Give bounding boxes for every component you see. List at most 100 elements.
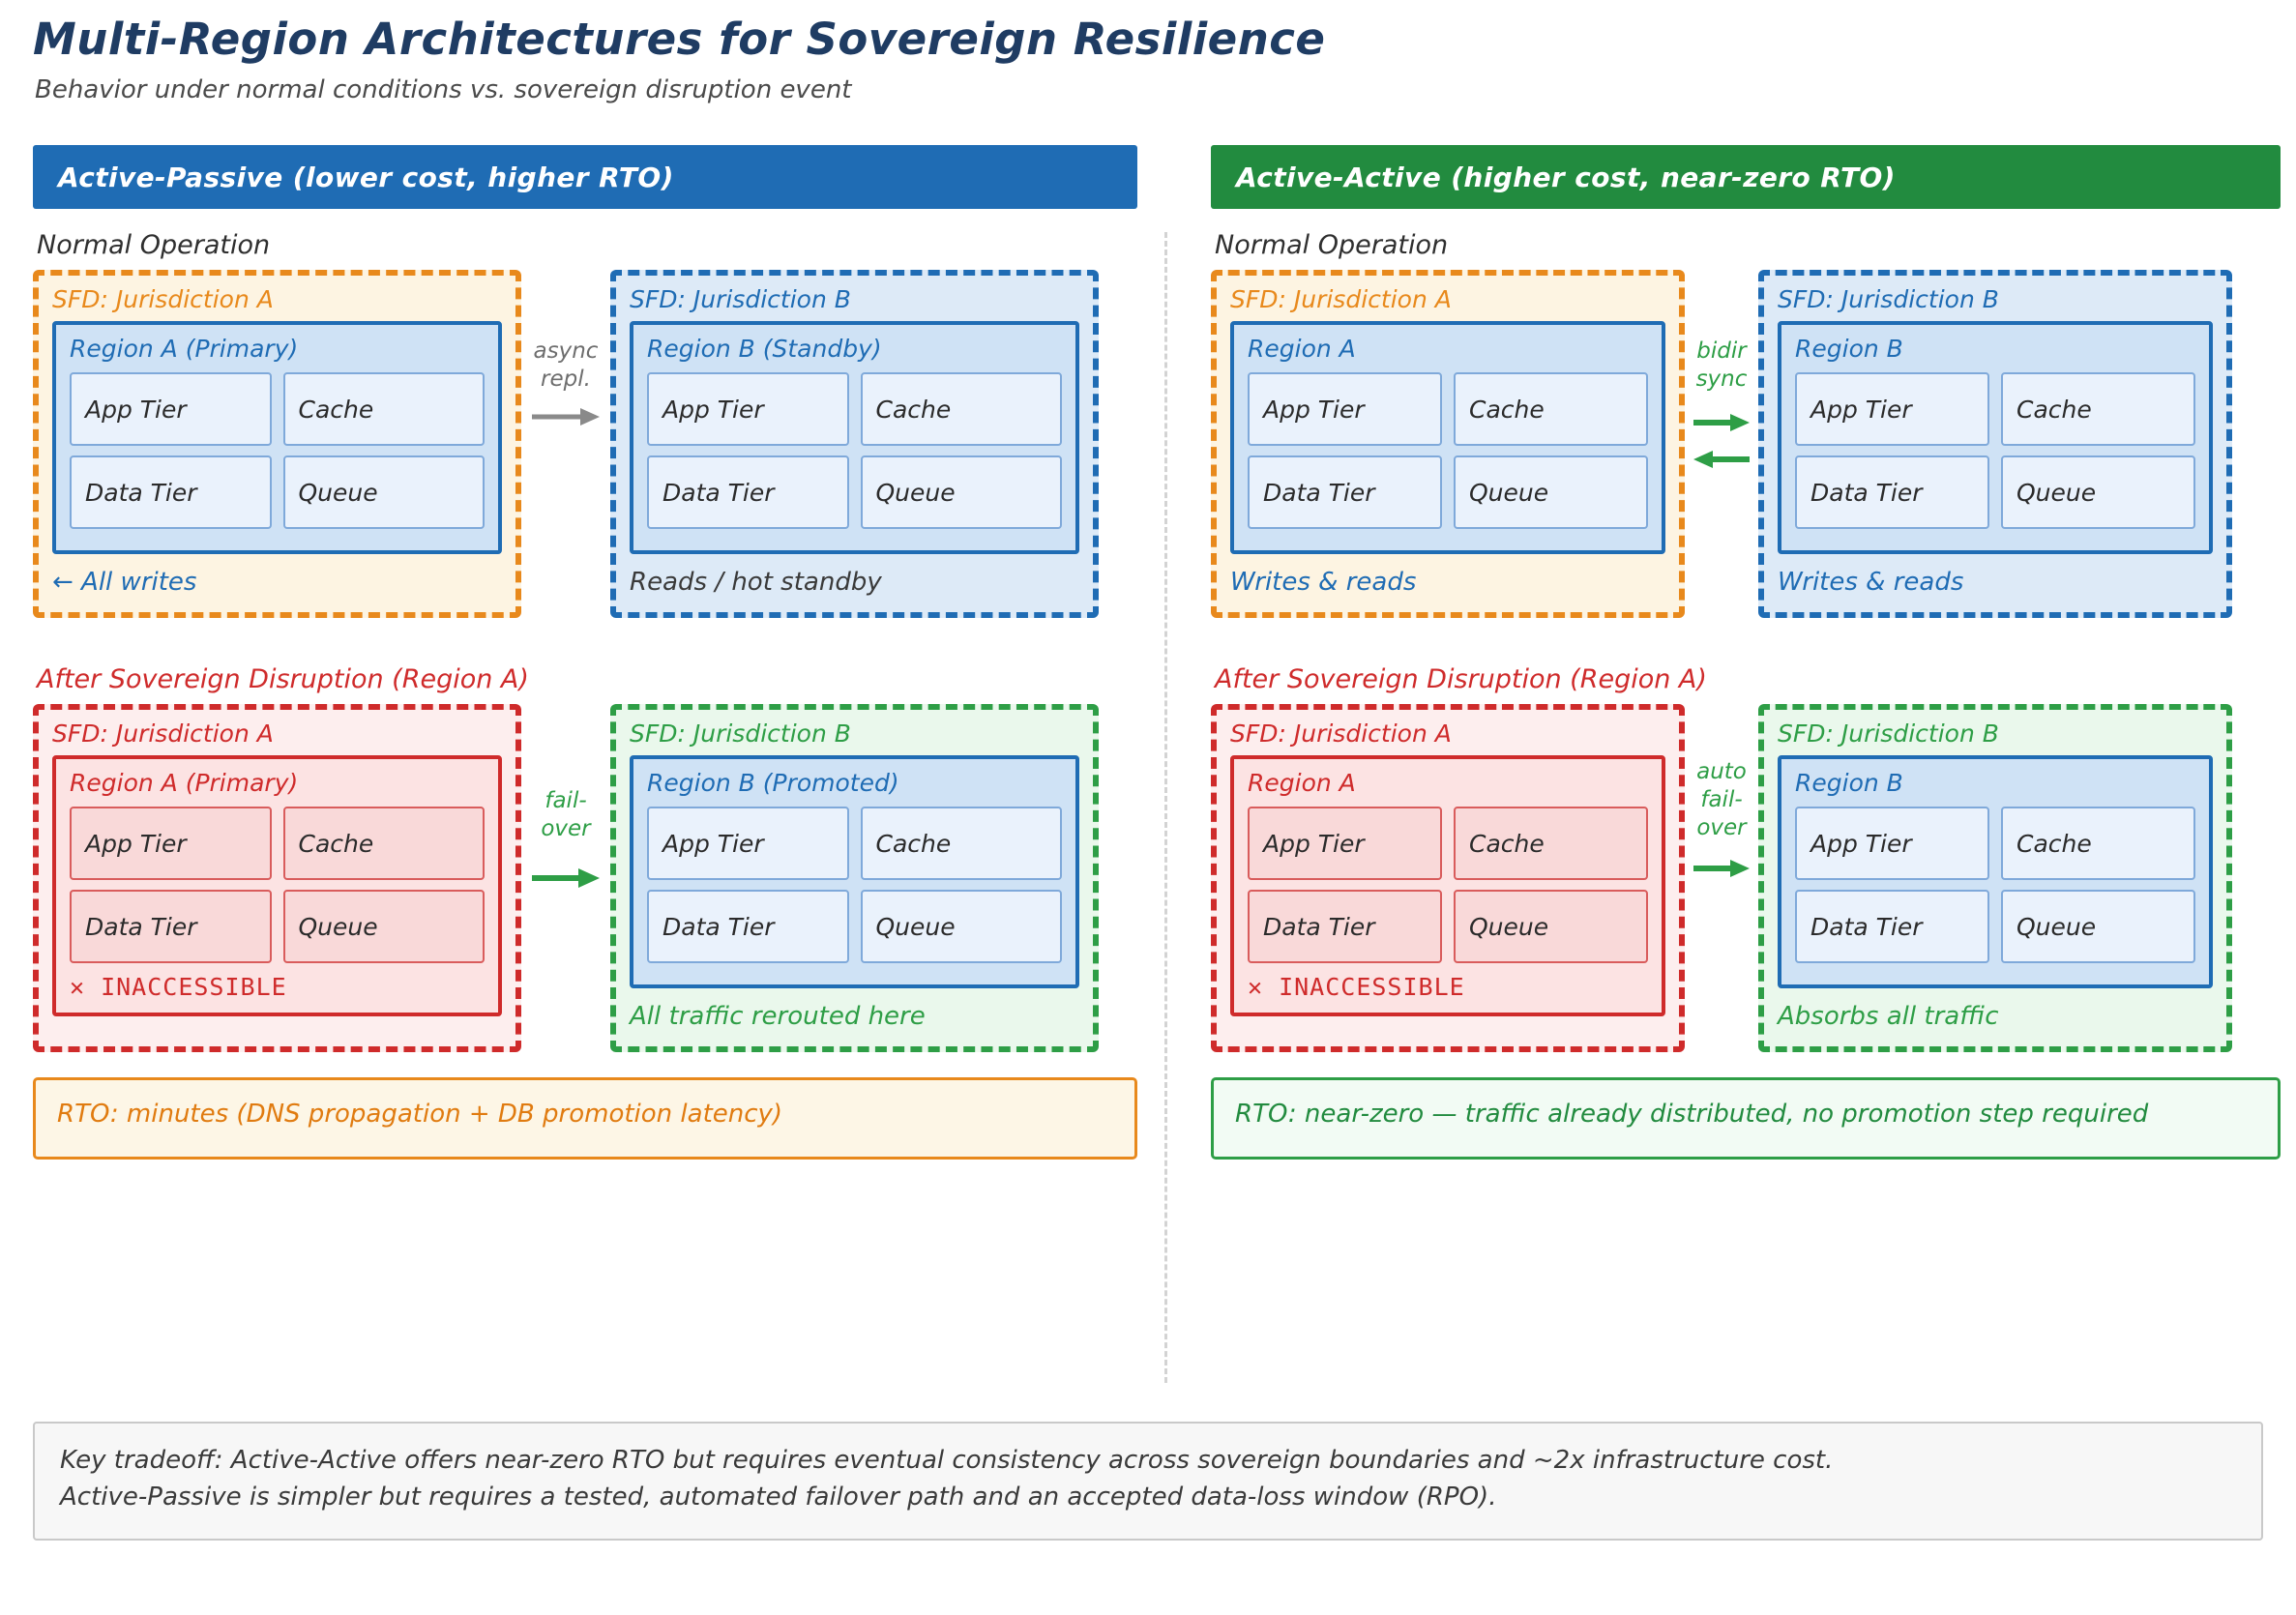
- inaccessible-label: INACCESSIBLE: [101, 973, 287, 1001]
- tier-queue: Queue: [1454, 455, 1648, 529]
- connector-label-line2: fail-: [1700, 786, 1743, 812]
- right-rto-callout: RTO: near-zero — traffic already distrib…: [1211, 1077, 2281, 1160]
- tier-grid: App Tier Cache Data Tier Queue: [70, 372, 485, 529]
- right-disrupted-region-a: Region A App Tier Cache Data Tier Queue …: [1230, 755, 1665, 1016]
- right-normal-row: SFD: Jurisdiction A Region A App Tier Ca…: [1211, 270, 2281, 618]
- left-rto-callout: RTO: minutes (DNS propagation + DB promo…: [33, 1077, 1137, 1160]
- tier-grid: App Tier Cache Data Tier Queue: [70, 807, 485, 963]
- tier-queue: Queue: [2001, 455, 2195, 529]
- left-normal-sfd-b: SFD: Jurisdiction B Region B (Standby) A…: [610, 270, 1099, 618]
- tier-cache: Cache: [2001, 372, 2195, 446]
- active-passive-column: Active-Passive (lower cost, higher RTO) …: [33, 145, 1137, 1160]
- tier-data: Data Tier: [1248, 890, 1442, 963]
- tier-data: Data Tier: [1795, 455, 1989, 529]
- connector-label-line1: auto: [1696, 759, 1747, 784]
- tier-app: App Tier: [647, 372, 849, 446]
- left-disrupted-sfd-a: SFD: Jurisdiction A Region A (Primary) A…: [33, 704, 521, 1052]
- tier-queue: Queue: [2001, 890, 2195, 963]
- right-normal-region-b: Region B App Tier Cache Data Tier Queue: [1778, 321, 2213, 554]
- tier-queue: Queue: [860, 890, 1062, 963]
- page-title: Multi-Region Architectures for Sovereign…: [33, 14, 1326, 65]
- arrow-left-icon: [1692, 448, 1751, 471]
- active-active-header: Active-Active (higher cost, near-zero RT…: [1211, 145, 2281, 209]
- left-disrupted-row: SFD: Jurisdiction A Region A (Primary) A…: [33, 704, 1137, 1052]
- tier-app: App Tier: [70, 372, 272, 446]
- tier-app: App Tier: [1248, 807, 1442, 880]
- arrow-right-icon: [530, 403, 602, 430]
- arrow-right-icon: [1692, 411, 1751, 434]
- connector-label-line1: bidir: [1696, 338, 1747, 364]
- sfd-title: SFD: Jurisdiction B: [1778, 285, 1999, 313]
- connector-label-line3: over: [1696, 814, 1747, 840]
- region-title: Region A: [1248, 335, 1356, 363]
- region-title: Region B: [1795, 769, 1903, 797]
- sfd-title: SFD: Jurisdiction A: [52, 719, 274, 748]
- tier-grid: App Tier Cache Data Tier Queue: [647, 372, 1062, 529]
- left-normal-foot-b: Reads / hot standby: [630, 568, 882, 597]
- sfd-title: SFD: Jurisdiction B: [1778, 719, 1999, 748]
- key-tradeoff-line-2: Active-Passive is simpler but requires a…: [60, 1482, 1497, 1512]
- tier-cache: Cache: [282, 372, 485, 446]
- tier-cache: Cache: [1454, 372, 1648, 446]
- left-disrupted-region-b: Region B (Promoted) App Tier Cache Data …: [630, 755, 1079, 988]
- inaccessible-status: ✕ INACCESSIBLE: [1248, 973, 1648, 1001]
- tier-cache: Cache: [1454, 807, 1648, 880]
- right-normal-sfd-a: SFD: Jurisdiction A Region A App Tier Ca…: [1211, 270, 1685, 618]
- tier-app: App Tier: [1795, 807, 1989, 880]
- right-disrupted-row: SFD: Jurisdiction A Region A App Tier Ca…: [1211, 704, 2281, 1052]
- tier-app: App Tier: [647, 807, 849, 880]
- tier-data: Data Tier: [70, 455, 272, 529]
- sfd-title: SFD: Jurisdiction B: [630, 719, 851, 748]
- left-disrupted-connector: fail- over: [521, 704, 610, 1052]
- active-active-column: Active-Active (higher cost, near-zero RT…: [1211, 145, 2281, 1160]
- right-normal-foot-b: Writes & reads: [1778, 568, 1964, 597]
- key-tradeoff-line-1: Key tradeoff: Active-Active offers near-…: [60, 1446, 1834, 1475]
- tier-app: App Tier: [1795, 372, 1989, 446]
- left-disrupted-label: After Sovereign Disruption (Region A): [37, 664, 529, 694]
- right-disrupted-sfd-b: SFD: Jurisdiction B Region B App Tier Ca…: [1758, 704, 2232, 1052]
- left-normal-region-b: Region B (Standby) App Tier Cache Data T…: [630, 321, 1079, 554]
- right-disrupted-region-b: Region B App Tier Cache Data Tier Queue: [1778, 755, 2213, 988]
- tier-data: Data Tier: [647, 455, 849, 529]
- inaccessible-status: ✕INACCESSIBLE: [70, 973, 485, 1001]
- center-divider: [1164, 232, 1167, 1383]
- left-disrupted-region-a: Region A (Primary) App Tier Cache Data T…: [52, 755, 502, 1016]
- tier-grid: App Tier Cache Data Tier Queue: [1795, 372, 2195, 529]
- left-normal-sfd-a: SFD: Jurisdiction A Region A (Primary) A…: [33, 270, 521, 618]
- tier-cache: Cache: [860, 372, 1062, 446]
- tier-grid: App Tier Cache Data Tier Queue: [1795, 807, 2195, 963]
- tier-data: Data Tier: [647, 890, 849, 963]
- left-normal-connector: async repl.: [521, 270, 610, 618]
- tier-data: Data Tier: [1248, 455, 1442, 529]
- connector-label-line1: async: [533, 338, 599, 364]
- region-title: Region A (Primary): [70, 769, 299, 797]
- right-normal-connector: bidir sync: [1685, 270, 1758, 618]
- active-passive-header: Active-Passive (lower cost, higher RTO): [33, 145, 1137, 209]
- arrow-right-icon: [1692, 857, 1751, 880]
- right-disrupted-label: After Sovereign Disruption (Region A): [1215, 664, 1707, 694]
- connector-label-line1: fail-: [545, 788, 587, 813]
- left-disrupted-sfd-b: SFD: Jurisdiction B Region B (Promoted) …: [610, 704, 1099, 1052]
- connector-label-line2: over: [541, 815, 591, 841]
- tier-queue: Queue: [860, 455, 1062, 529]
- region-title: Region B: [1795, 335, 1903, 363]
- tier-app: App Tier: [1248, 372, 1442, 446]
- tier-app: App Tier: [70, 807, 272, 880]
- left-normal-row: SFD: Jurisdiction A Region A (Primary) A…: [33, 270, 1137, 618]
- left-normal-region-a: Region A (Primary) App Tier Cache Data T…: [52, 321, 502, 554]
- tier-data: Data Tier: [1795, 890, 1989, 963]
- region-title: Region B (Promoted): [647, 769, 899, 797]
- tier-cache: Cache: [2001, 807, 2195, 880]
- tier-grid: App Tier Cache Data Tier Queue: [1248, 372, 1648, 529]
- tier-cache: Cache: [860, 807, 1062, 880]
- cross-icon: ✕: [1248, 973, 1264, 1001]
- inaccessible-label: INACCESSIBLE: [1279, 973, 1465, 1001]
- left-normal-label: Normal Operation: [37, 230, 271, 260]
- right-disrupted-sfd-a: SFD: Jurisdiction A Region A App Tier Ca…: [1211, 704, 1685, 1052]
- key-tradeoff-box: Key tradeoff: Active-Active offers near-…: [33, 1422, 2263, 1542]
- tier-queue: Queue: [282, 890, 485, 963]
- region-title: Region A (Primary): [70, 335, 299, 363]
- right-normal-foot-a: Writes & reads: [1230, 568, 1417, 597]
- connector-label-line2: repl.: [541, 366, 591, 392]
- region-title: Region B (Standby): [647, 335, 882, 363]
